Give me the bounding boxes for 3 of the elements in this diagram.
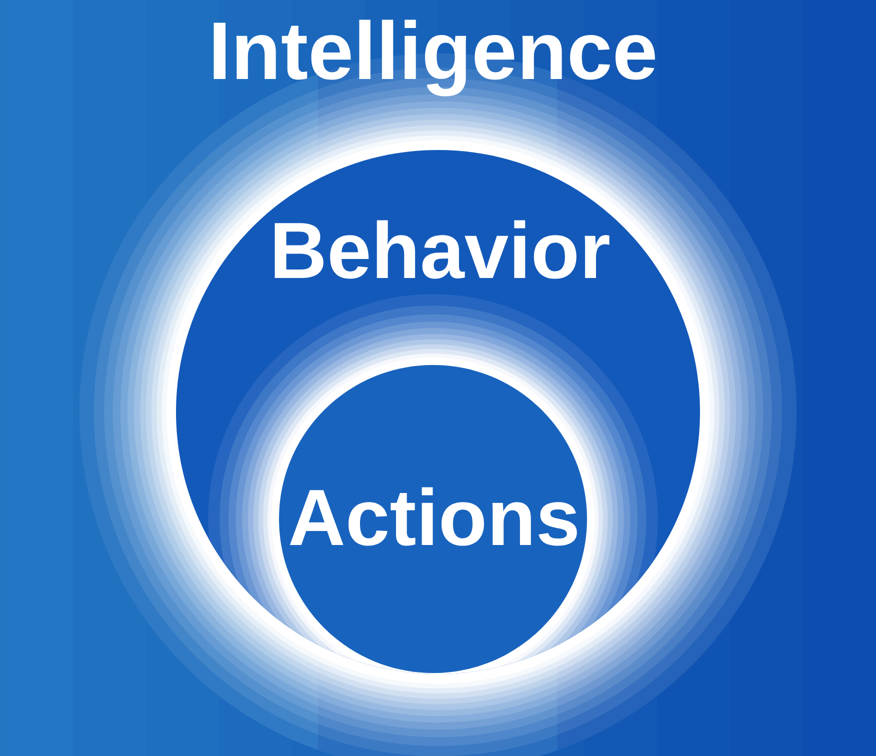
circle-label: Behavior: [274, 220, 610, 279]
region-label: Intelligence: [214, 20, 655, 96]
circle-label: Actions: [290, 487, 577, 546]
